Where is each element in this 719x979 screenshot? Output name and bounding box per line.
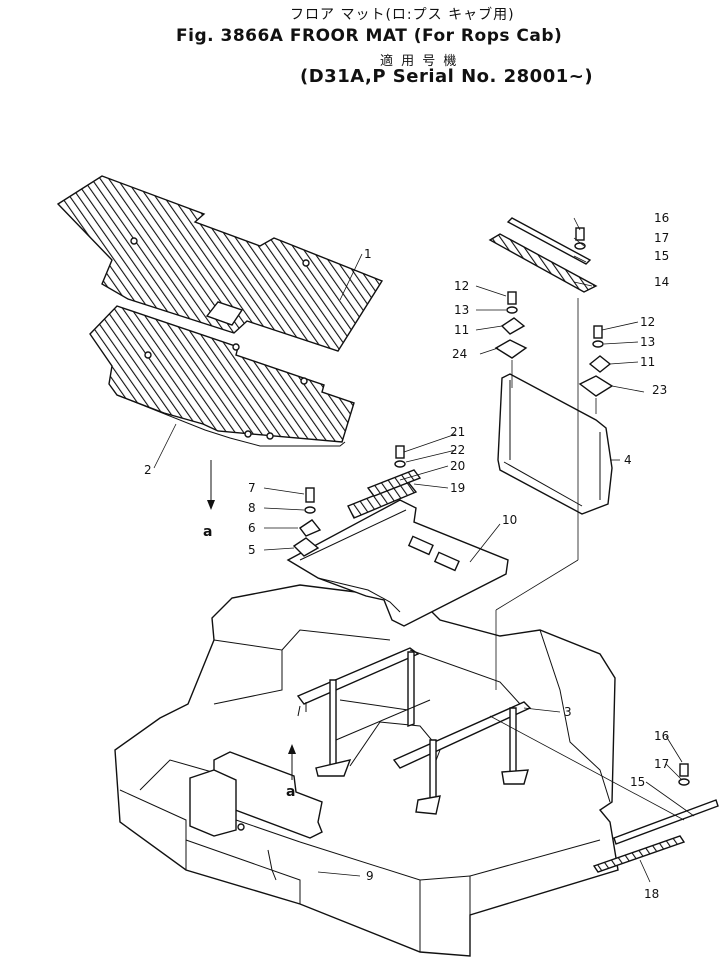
plate-18 xyxy=(592,799,719,873)
leader-lines xyxy=(153,217,695,883)
callout-17-top: 17 xyxy=(654,231,669,245)
callout-11-left: 11 xyxy=(454,323,469,337)
plate-14-15 xyxy=(488,217,598,293)
cover-9 xyxy=(189,751,323,881)
applicable-label: 適 用 号 機 xyxy=(380,54,459,69)
callout-7: 7 xyxy=(248,481,256,495)
callout-4: 4 xyxy=(624,453,632,467)
callout-13-left: 13 xyxy=(454,303,469,317)
callout-6: 6 xyxy=(248,521,256,535)
floor-plate xyxy=(89,305,355,447)
callout-2: 2 xyxy=(144,463,152,477)
callout-8: 8 xyxy=(248,501,256,515)
callout-13-right: 13 xyxy=(640,335,655,349)
ref-a-upper: a xyxy=(203,524,212,540)
callout-16-bottom: 16 xyxy=(654,729,669,743)
callout-16-top: 16 xyxy=(654,211,669,225)
callout-9: 9 xyxy=(366,869,374,883)
fastener-12-13-11-right xyxy=(578,325,614,397)
callout-19: 19 xyxy=(450,481,465,495)
callout-11-right: 11 xyxy=(640,355,655,369)
floor-mat xyxy=(56,175,384,352)
ref-a-lower: a xyxy=(286,784,295,800)
alignment-lines xyxy=(489,298,685,821)
figure-title: Fig. 3866A FROOR MAT (For Rops Cab) xyxy=(176,26,563,46)
callout-17-bottom: 17 xyxy=(654,757,669,771)
fastener-stack-left xyxy=(292,487,322,557)
callout-15-top: 15 xyxy=(654,249,669,263)
callout-15-bottom: 15 xyxy=(630,775,645,789)
serial-range: (D31A,P Serial No. 28001~) xyxy=(300,66,594,87)
fastener-16-17-bottom xyxy=(678,763,690,786)
callout-1: 1 xyxy=(364,247,372,261)
callout-20: 20 xyxy=(450,459,465,473)
callout-22: 22 xyxy=(450,443,465,457)
callout-12-right: 12 xyxy=(640,315,655,329)
fastener-12-13-11-left xyxy=(494,291,528,359)
callout-labels: 1 2 3 4 5 6 7 8 9 10 11 11 12 12 13 13 1… xyxy=(144,211,669,901)
machine-body xyxy=(114,584,619,957)
callout-18: 18 xyxy=(644,887,659,901)
callout-24: 24 xyxy=(452,347,467,361)
japanese-title: フロア マット(ロ:プス キャブ用) xyxy=(290,7,515,23)
plate-19 xyxy=(347,469,422,519)
callout-23: 23 xyxy=(652,383,667,397)
callout-14: 14 xyxy=(654,275,669,289)
callout-21: 21 xyxy=(450,425,465,439)
bracket-10 xyxy=(286,499,509,627)
callout-5: 5 xyxy=(248,543,256,557)
support-frame xyxy=(296,647,532,815)
callout-12-left: 12 xyxy=(454,279,469,293)
fastener-21-22 xyxy=(394,445,406,468)
panel-4 xyxy=(497,373,613,515)
callout-3: 3 xyxy=(564,705,572,719)
callout-10: 10 xyxy=(502,513,517,527)
